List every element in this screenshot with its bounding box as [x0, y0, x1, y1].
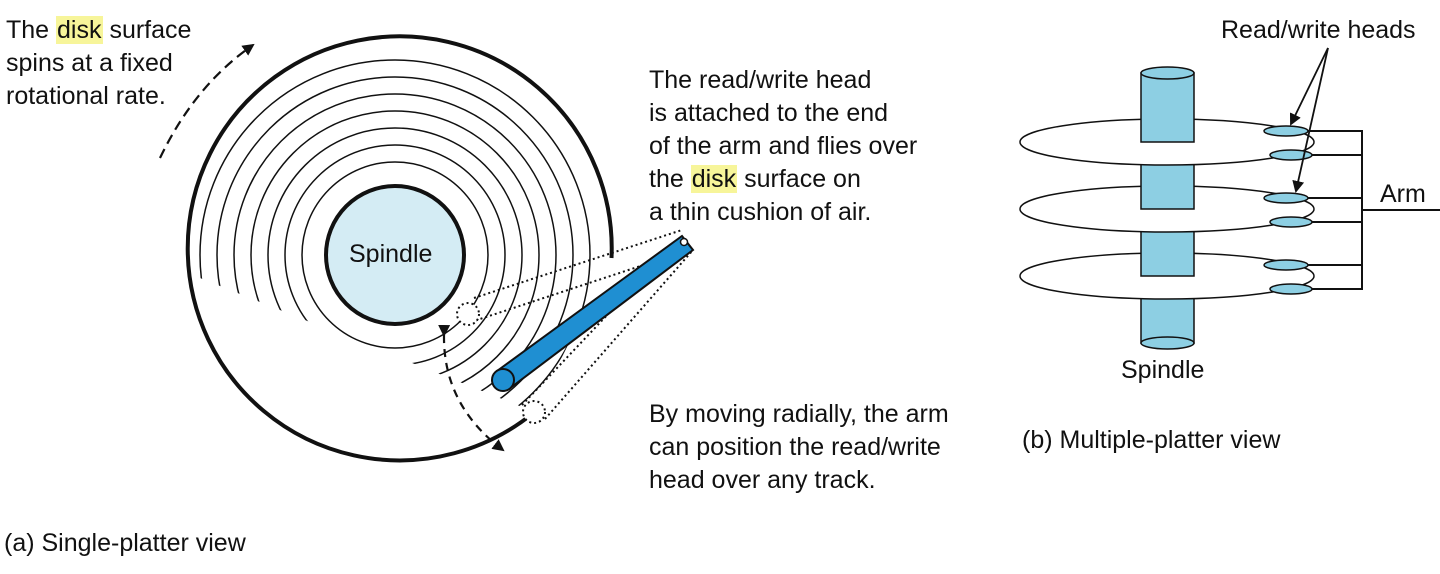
- head: [1263, 259, 1309, 271]
- spin-note-line2: spins at a fixed: [6, 49, 173, 77]
- spindle: [324, 184, 466, 326]
- multi-platter: [1019, 47, 1440, 350]
- head-note-pre: the: [649, 165, 691, 193]
- head: [1269, 283, 1313, 295]
- track: [216, 76, 574, 413]
- head: [1263, 125, 1309, 137]
- head-note-line1: The read/write head: [649, 66, 872, 94]
- spin-note-pre: The: [6, 16, 57, 44]
- spin-note: The disk surface spins at a fixed rotati…: [6, 14, 191, 113]
- head-note-line3: of the arm and flies over: [649, 132, 918, 160]
- platter-outline: [185, 34, 614, 463]
- actuator-arm: [491, 234, 695, 392]
- spindle-label: Spindle: [349, 240, 433, 268]
- disk-highlight: disk: [690, 165, 738, 193]
- head-note-line5: a thin cushion of air.: [649, 198, 872, 226]
- arm-label: Arm: [1380, 180, 1426, 208]
- move-note-line3: head over any track.: [649, 466, 876, 494]
- move-note-line2: can position the read/write: [649, 433, 941, 461]
- head-note-line2: is attached to the end: [649, 99, 889, 127]
- spindle-b-label: Spindle: [1121, 356, 1205, 384]
- heads-label: Read/write heads: [1221, 16, 1416, 44]
- read-write-head: [679, 237, 689, 247]
- rotation-arrow: [159, 43, 255, 159]
- caption-a: (a) Single-platter view: [4, 529, 246, 557]
- head: [1263, 192, 1309, 204]
- track: [301, 161, 489, 349]
- spindle-b-top: [1140, 72, 1195, 143]
- spin-note-line3: rotational rate.: [6, 82, 166, 110]
- head-note: The read/write head is attached to the e…: [649, 64, 917, 229]
- move-note-line1: By moving radially, the arm: [649, 400, 949, 428]
- radial-move-arrow: [438, 324, 505, 452]
- move-note: By moving radially, the arm can position…: [649, 398, 949, 497]
- head-note-post: surface on: [737, 165, 861, 193]
- head: [1269, 216, 1313, 228]
- spin-note-post: surface: [102, 16, 192, 44]
- arm-comb: [1308, 130, 1440, 290]
- heads-pointers: [1289, 47, 1329, 193]
- track: [199, 59, 591, 413]
- track: [233, 93, 557, 413]
- disk-highlight: disk: [56, 16, 103, 44]
- caption-b: (b) Multiple-platter view: [1022, 426, 1281, 454]
